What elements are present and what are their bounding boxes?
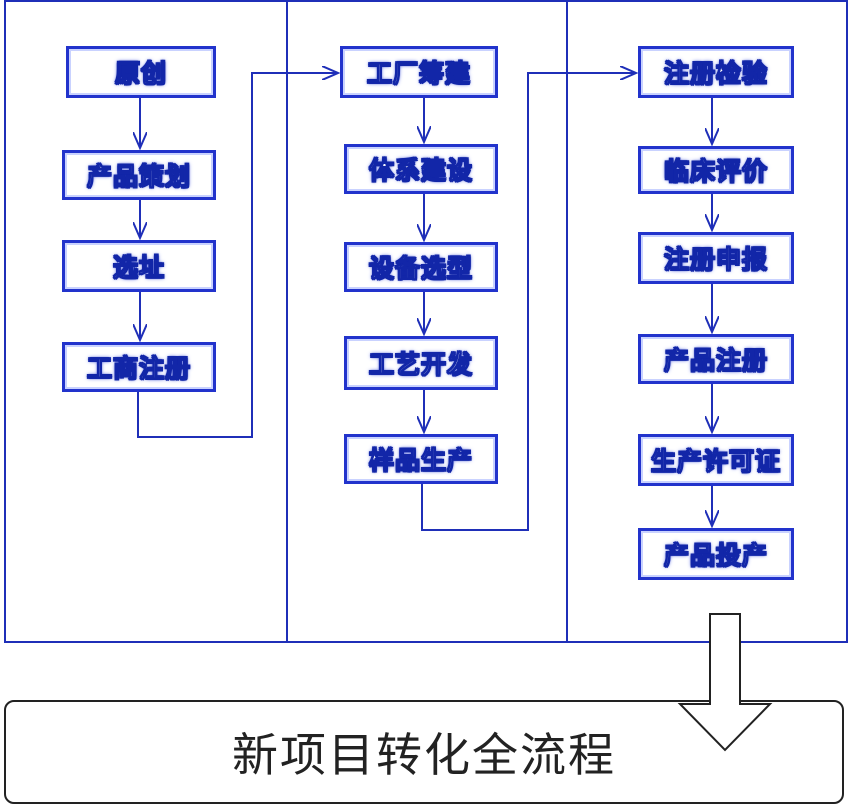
summary-label: 新项目转化全流程 — [232, 728, 616, 782]
step-registration-filing: 注册申报 — [638, 232, 794, 284]
step-clinical-evaluation: 临床评价 — [638, 146, 794, 194]
step-production-license: 生产许可证 — [638, 434, 794, 486]
step-product-registration: 产品注册 — [638, 334, 794, 384]
step-registration-inspection: 注册检验 — [638, 46, 794, 98]
step-product-launch: 产品投产 — [638, 528, 794, 580]
